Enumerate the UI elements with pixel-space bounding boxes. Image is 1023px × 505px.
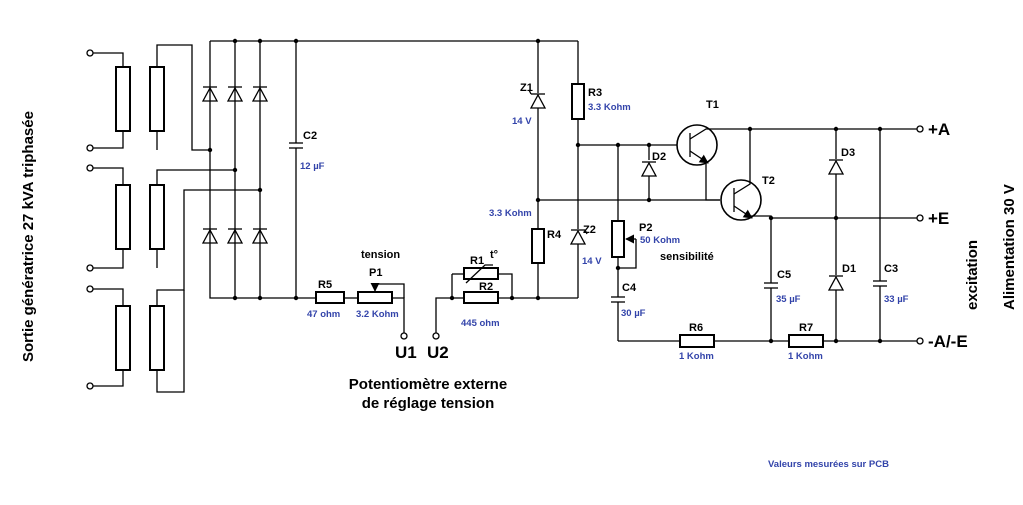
z1-value: 14 V bbox=[512, 116, 532, 127]
right-subtitle: excitation bbox=[964, 240, 981, 310]
p1-caption: tension bbox=[361, 249, 400, 261]
resistor-r3-zener-z2: R3 3.3 Kohm Z2 14 V bbox=[569, 41, 631, 298]
zener-z1-resistor-r4: Z1 14 V R4 3.3 Kohm bbox=[489, 38, 562, 298]
terminal-plus-e: +E bbox=[928, 209, 949, 228]
pot-caption-line2: de réglage tension bbox=[362, 395, 495, 412]
d3-label: D3 bbox=[841, 147, 855, 159]
t1-label: T1 bbox=[706, 99, 719, 111]
d1-label: D1 bbox=[842, 263, 856, 275]
r4-label: R4 bbox=[547, 229, 562, 241]
terminal-u2: U2 bbox=[427, 343, 449, 362]
resistor-r5-pot-p1: R5 47 ohm P1 tension 3.2 Kohm U1 bbox=[307, 249, 417, 362]
p2-label: P2 bbox=[639, 222, 652, 234]
r4-value: 3.3 Kohm bbox=[489, 208, 532, 219]
terminal-plus-a: +A bbox=[928, 120, 950, 139]
c5-value: 35 µF bbox=[776, 294, 801, 305]
r2-label: R2 bbox=[479, 281, 493, 293]
c5-label: C5 bbox=[777, 269, 791, 281]
c3-value: 33 µF bbox=[884, 294, 909, 305]
sensitivity-network: P2 50 Kohm sensibilité C4 30 µF D2 bbox=[538, 142, 720, 341]
c2-label: C2 bbox=[303, 130, 317, 142]
p2-value: 50 Kohm bbox=[640, 235, 680, 246]
r6-value: 1 Kohm bbox=[679, 351, 714, 362]
terminal-minus-ae: -A/-E bbox=[928, 332, 968, 351]
d2-label: D2 bbox=[652, 151, 666, 163]
r5-value: 47 ohm bbox=[307, 309, 340, 320]
z1-label: Z1 bbox=[520, 82, 533, 94]
capacitor-c2: C2 12 µF bbox=[289, 38, 325, 301]
right-title: Alimentation 30 V bbox=[1001, 184, 1018, 310]
p1-label: P1 bbox=[369, 267, 382, 279]
left-title: Sortie génératrice 27 kVA triphasée bbox=[20, 111, 37, 362]
c3-label: C3 bbox=[884, 263, 898, 275]
r7-label: R7 bbox=[799, 322, 813, 334]
c4-label: C4 bbox=[622, 282, 637, 294]
c4-value: 30 µF bbox=[621, 308, 646, 319]
z2-value: 14 V bbox=[582, 256, 602, 267]
t2-label: T2 bbox=[762, 175, 775, 187]
z2-label: Z2 bbox=[583, 224, 596, 236]
r1-label: R1 bbox=[470, 255, 484, 267]
r6-label: R6 bbox=[689, 322, 703, 334]
output-terminals: +A +E -A/-E bbox=[916, 120, 968, 351]
p2-caption: sensibilité bbox=[660, 251, 714, 263]
transistors-t1-t2: T1 T2 bbox=[676, 99, 917, 221]
r3-label: R3 bbox=[588, 87, 602, 99]
r5-label: R5 bbox=[318, 279, 332, 291]
pcb-note: Valeurs mesurées sur PCB bbox=[768, 459, 889, 470]
output-network: C5 35 µF D3 D1 C3 33 µF R6 1 Kohm R7 1 K… bbox=[618, 126, 917, 362]
c2-value: 12 µF bbox=[300, 161, 325, 172]
rectifier-bridge bbox=[201, 38, 578, 301]
r3-value: 3.3 Kohm bbox=[588, 102, 631, 113]
r1-temp: t° bbox=[490, 249, 498, 261]
pot-caption-line1: Potentiomètre externe bbox=[349, 376, 507, 393]
p1-value: 3.2 Kohm bbox=[356, 309, 399, 320]
resistors-r1-r2: R1 t° R2 445 ohm U2 bbox=[427, 249, 578, 362]
terminal-u1: U1 bbox=[395, 343, 417, 362]
r7-value: 1 Kohm bbox=[788, 351, 823, 362]
generator-windings bbox=[86, 44, 260, 393]
r2-value: 445 ohm bbox=[461, 318, 500, 329]
